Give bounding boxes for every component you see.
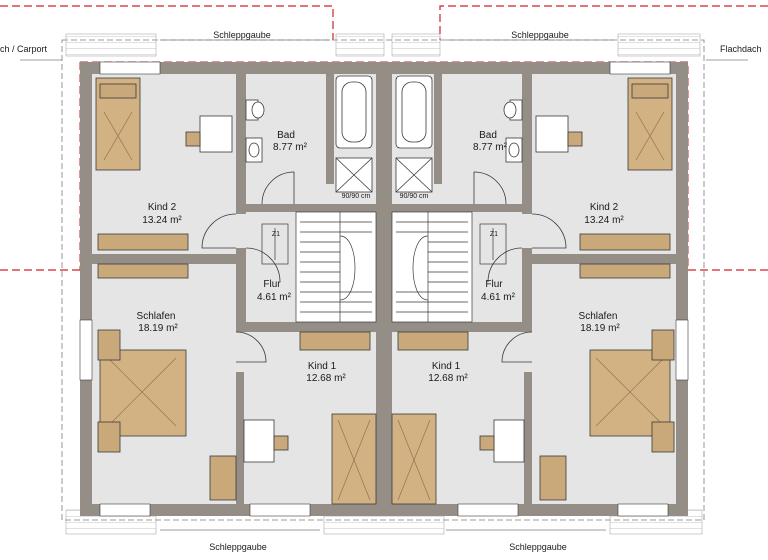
label-schleppgaube-bottom-right: Schleppgaube xyxy=(509,542,567,552)
room-area-kind1-right: 12.68 m² xyxy=(428,373,468,384)
room-area-kind1-left: 12.68 m² xyxy=(306,373,346,384)
room-name-schlafen-left: Schlafen xyxy=(137,311,176,322)
room-name-bad-right: Bad xyxy=(479,130,497,141)
furniture-right xyxy=(391,77,675,505)
room-name-kind1-right: Kind 1 xyxy=(432,361,461,372)
room-area-schlafen-left: 18.19 m² xyxy=(138,323,178,334)
bathroom-fixtures-right xyxy=(395,75,523,193)
interior-walls-right xyxy=(392,74,676,504)
label-schleppgaube-bottom-left: Schleppgaube xyxy=(209,542,267,552)
label-schleppgaube-top-right: Schleppgaube xyxy=(511,30,569,40)
room-labels-left: Kind 2 13.24 m² Bad 8.77 m² 90/90 cm Z1 … xyxy=(137,130,371,384)
room-name-kind2-right: Kind 2 xyxy=(590,202,619,213)
room-name-flur-left: Flur xyxy=(263,279,281,290)
roof-labels: Schleppgaube Schleppgaube Schleppgaube S… xyxy=(0,30,762,552)
room-name-flur-right: Flur xyxy=(485,279,503,290)
room-name-schlafen-right: Schlafen xyxy=(579,311,618,322)
room-area-kind2-right: 13.24 m² xyxy=(584,215,624,226)
outer-walls xyxy=(79,61,689,517)
staircase-right xyxy=(391,211,507,323)
room-area-schlafen-right: 18.19 m² xyxy=(580,323,620,334)
shower-size-left: 90/90 cm xyxy=(342,193,371,200)
room-labels-right: Kind 2 13.24 m² Bad 8.77 m² 90/90 cm Z1 … xyxy=(400,130,625,384)
staircase-left xyxy=(261,211,377,323)
label-flachdach-carport: ch / Carport xyxy=(0,44,48,54)
label-schleppgaube-top-left: Schleppgaube xyxy=(213,30,271,40)
room-area-bad-left: 8.77 m² xyxy=(273,142,308,153)
furniture-left xyxy=(95,77,377,505)
bathroom-fixtures-left xyxy=(245,75,373,193)
room-area-kind2-left: 13.24 m² xyxy=(142,215,182,226)
room-name-kind2-left: Kind 2 xyxy=(148,202,177,213)
room-name-bad-left: Bad xyxy=(277,130,295,141)
label-flachdach: Flachdach xyxy=(720,44,762,54)
room-area-flur-left: 4.61 m² xyxy=(257,292,292,303)
door-swings xyxy=(201,171,567,363)
room-area-flur-right: 4.61 m² xyxy=(481,292,516,303)
stair-mark-left: Z1 xyxy=(272,231,280,238)
room-area-bad-right: 8.77 m² xyxy=(473,142,508,153)
shower-size-right: 90/90 cm xyxy=(400,193,429,200)
room-name-kind1-left: Kind 1 xyxy=(308,361,337,372)
stair-mark-right: Z1 xyxy=(490,231,498,238)
interior-walls-left xyxy=(92,74,376,504)
